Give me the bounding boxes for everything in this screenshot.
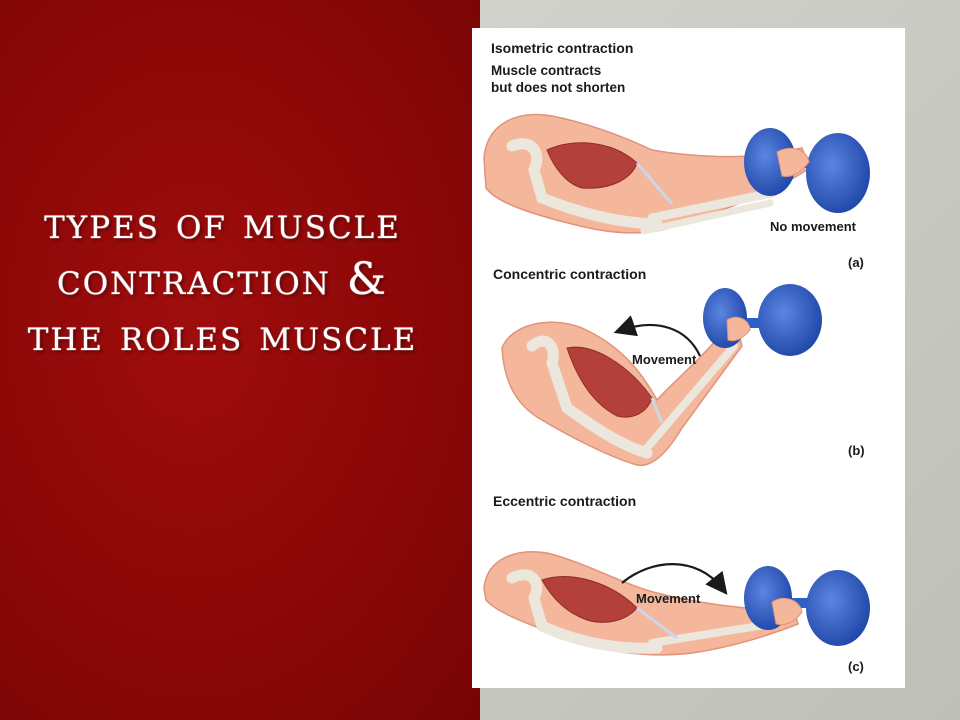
dumbbell-icon [744, 128, 870, 213]
panel-b-letter: (b) [848, 443, 865, 458]
panel-b-note: Movement [632, 352, 697, 367]
isometric-arm-illustration [483, 113, 870, 235]
panel-a-letter: (a) [848, 255, 864, 270]
muscle-contraction-diagram: Isometric contraction Muscle contracts b… [472, 28, 905, 688]
movement-arrow-icon [613, 315, 701, 357]
panel-a-heading: Isometric contraction [491, 40, 634, 56]
movement-arrow-icon [621, 563, 728, 595]
diagram-illustrations [483, 113, 870, 656]
left-title-panel [0, 0, 480, 720]
panel-a-subtitle-line2: but does not shorten [491, 80, 626, 95]
panel-a-subtitle-line1: Muscle contracts [491, 63, 602, 78]
slide-title: Types of muscle contraction & the roles … [27, 198, 418, 361]
panel-a-note: No movement [770, 219, 856, 234]
panel-c-heading: Eccentric contraction [493, 493, 637, 509]
panel-c-letter: (c) [848, 659, 864, 674]
concentric-arm-illustration [501, 284, 822, 467]
panel-c-note: Movement [636, 591, 701, 606]
dumbbell-icon [703, 284, 822, 356]
eccentric-arm-illustration [483, 551, 870, 656]
panel-b-heading: Concentric contraction [493, 266, 647, 282]
